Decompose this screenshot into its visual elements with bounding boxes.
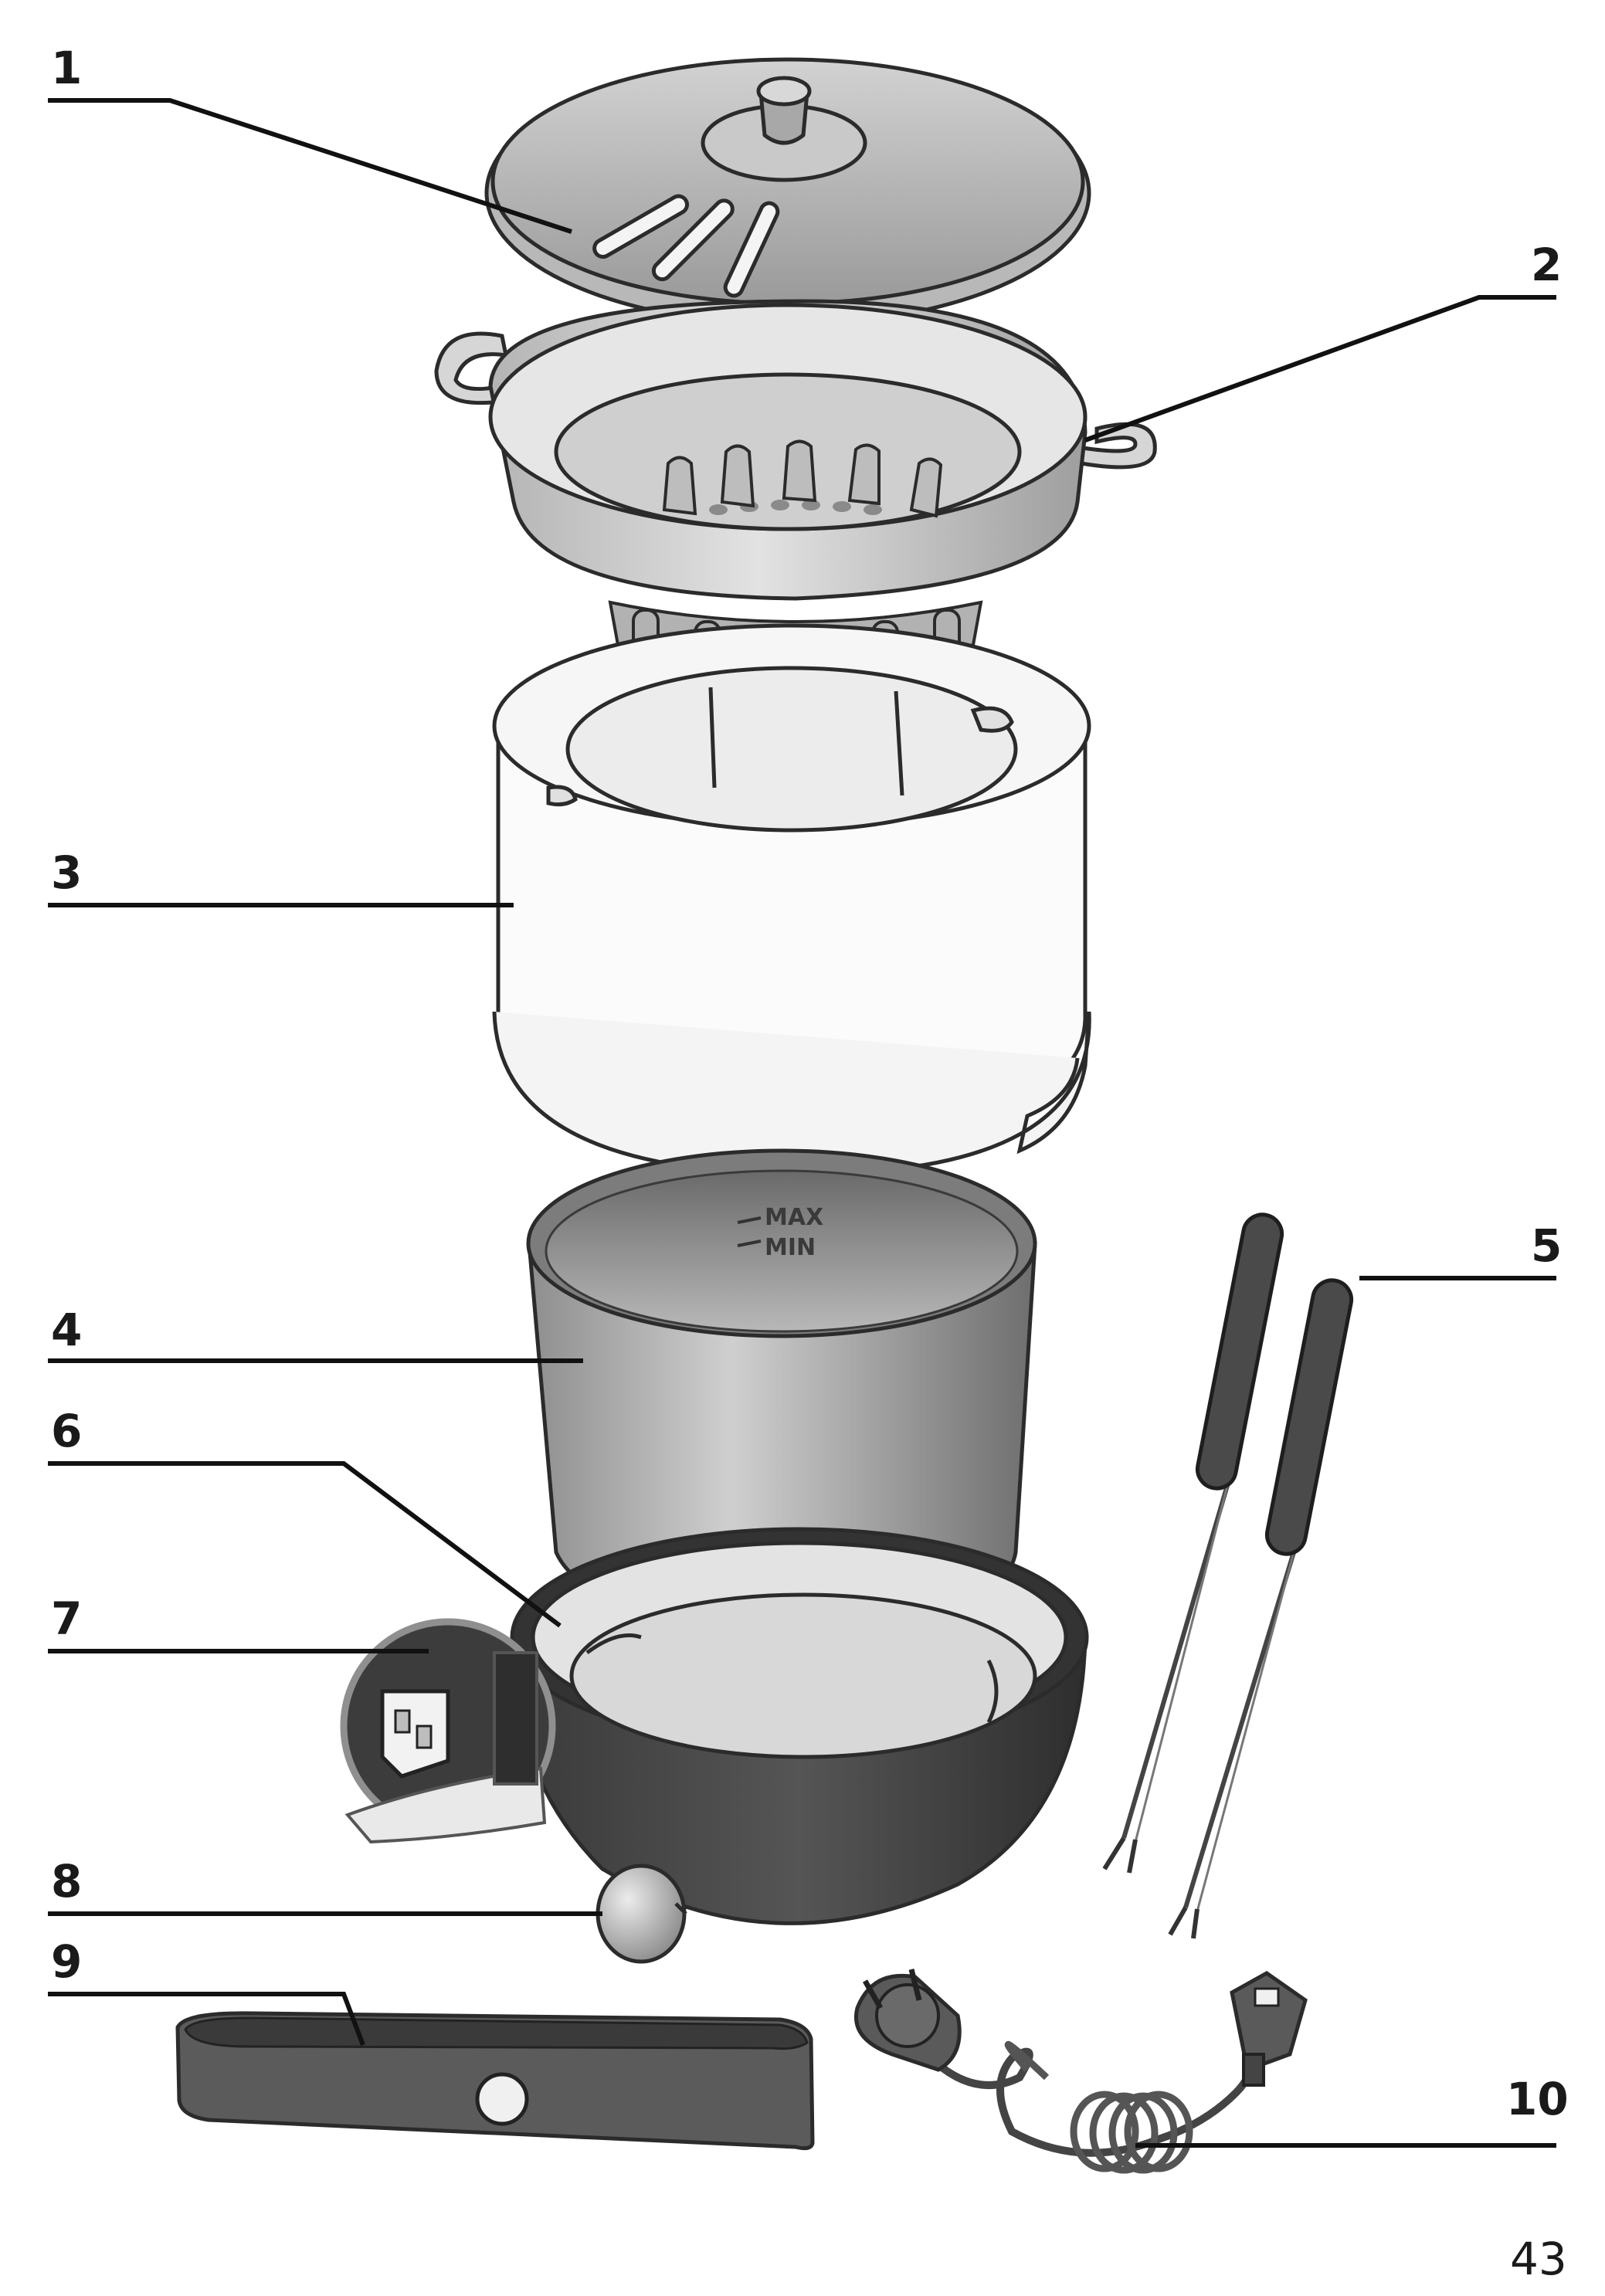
fondue-forks xyxy=(1102,1212,1354,1939)
label-5: 5 xyxy=(1531,1219,1562,1272)
label-4: 4 xyxy=(51,1304,82,1356)
min-level-mark: MIN xyxy=(765,1234,816,1261)
power-cord xyxy=(854,1969,1308,2174)
fork-rest xyxy=(175,2011,815,2151)
mains-plug xyxy=(854,1969,962,2072)
page-number: 43 xyxy=(1510,2233,1567,2285)
lid xyxy=(484,57,1091,327)
inner-pot: MAX MIN xyxy=(526,1148,1037,1624)
label-3: 3 xyxy=(51,846,82,899)
lid-steam-vents xyxy=(592,194,780,298)
steamer-basket xyxy=(434,299,1157,690)
outer-bowl xyxy=(492,623,1091,1176)
heating-base xyxy=(340,1527,1089,1964)
fondue-fork-right xyxy=(1168,1278,1354,1939)
leader-lines xyxy=(48,98,1556,2148)
label-6: 6 xyxy=(51,1405,82,1457)
label-8: 8 xyxy=(51,1855,82,1908)
max-level-mark: MAX xyxy=(765,1204,823,1231)
basket-holes xyxy=(709,500,882,515)
appliance-connector xyxy=(1230,1971,1308,2087)
label-7: 7 xyxy=(51,1592,82,1645)
label-9: 9 xyxy=(51,1935,82,1988)
fondue-fork-left xyxy=(1102,1212,1284,1874)
thermostat-knob xyxy=(596,1864,687,1964)
power-socket-detail xyxy=(340,1618,556,1844)
label-10: 10 xyxy=(1506,2073,1569,2125)
part-labels: 1 2 3 4 5 6 7 8 9 10 xyxy=(51,42,1569,2125)
basket-fork-slots xyxy=(662,439,943,518)
label-1: 1 xyxy=(51,42,82,94)
label-2: 2 xyxy=(1531,239,1562,291)
